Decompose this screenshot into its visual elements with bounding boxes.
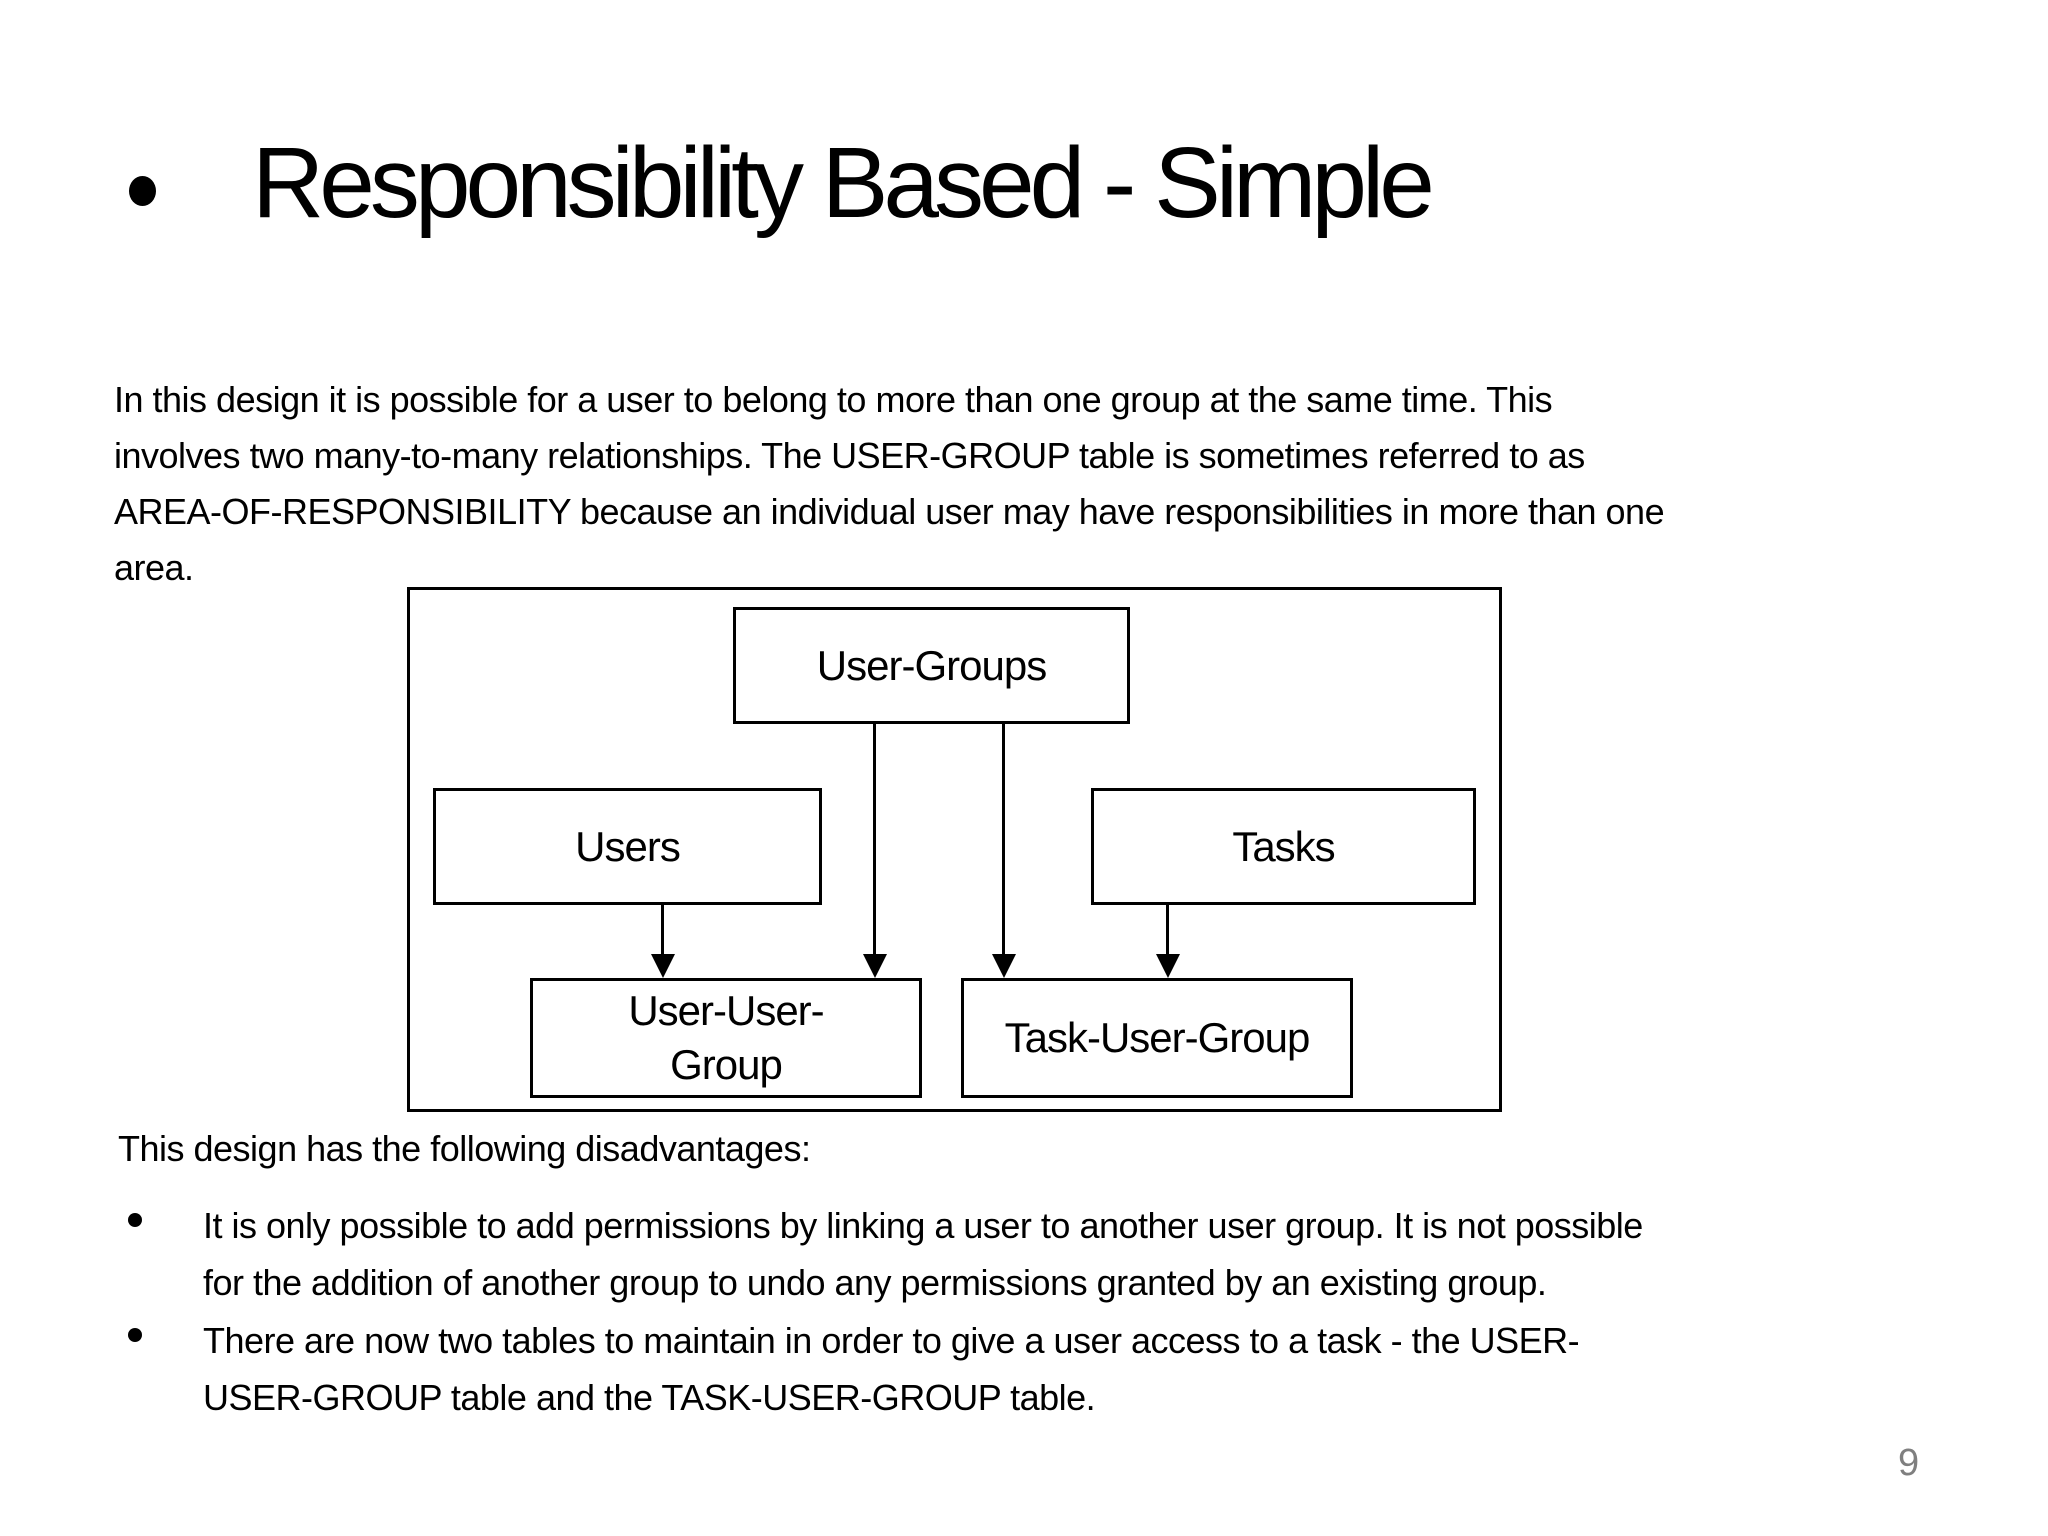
intro-paragraph: In this design it is possible for a user… bbox=[114, 372, 1665, 596]
disadvantage-bullet-line: USER-GROUP table and the TASK-USER-GROUP… bbox=[203, 1377, 1096, 1418]
diagram-box-tasks: Tasks bbox=[1091, 788, 1476, 905]
arrow-users-to-user-user-group bbox=[661, 905, 664, 957]
intro-paragraph-line: AREA-OF-RESPONSIBILITY because an indivi… bbox=[114, 491, 1665, 532]
intro-paragraph-line: involves two many-to-many relationships.… bbox=[114, 435, 1585, 476]
arrow-tasks-to-task-user-group bbox=[1166, 905, 1169, 957]
bullet-icon bbox=[128, 1213, 142, 1227]
arrow-user-groups-to-task-user-group bbox=[1002, 724, 1005, 957]
intro-paragraph-line: In this design it is possible for a user… bbox=[114, 379, 1553, 420]
diagram-box-tasks-label: Tasks bbox=[1232, 822, 1335, 870]
page-number: 9 bbox=[1898, 1442, 1920, 1484]
diagram-box-users-label: Users bbox=[575, 822, 681, 870]
disadvantage-bullet-line: There are now two tables to maintain in … bbox=[203, 1320, 1580, 1361]
diagram-box-user-groups: User-Groups bbox=[733, 607, 1130, 724]
disadvantage-bullet-line: It is only possible to add permissions b… bbox=[203, 1205, 1643, 1246]
bullet-icon bbox=[128, 1328, 142, 1342]
slide-title: Responsibility Based - Simple bbox=[252, 127, 1435, 239]
diagram-box-user-user-group-line2: Group bbox=[670, 1041, 783, 1088]
disadvantage-bullet-text: There are now two tables to maintain in … bbox=[203, 1312, 1580, 1426]
arrowhead-users-to-user-user-group-icon bbox=[651, 954, 675, 978]
diagram-box-users: Users bbox=[433, 788, 822, 905]
arrow-user-groups-to-user-user-group bbox=[873, 724, 876, 957]
title-bullet-icon bbox=[129, 176, 156, 206]
disadvantage-bullet-line: for the addition of another group to und… bbox=[203, 1262, 1547, 1303]
diagram-box-user-user-group: User-User- Group bbox=[530, 978, 922, 1098]
arrowhead-user-groups-to-task-user-group-icon bbox=[992, 954, 1016, 978]
disadvantages-heading: This design has the following disadvanta… bbox=[118, 1128, 811, 1169]
diagram-box-user-groups-label: User-Groups bbox=[816, 641, 1047, 689]
arrowhead-tasks-to-task-user-group-icon bbox=[1156, 954, 1180, 978]
diagram-box-task-user-group-label: Task-User-Group bbox=[1004, 1014, 1311, 1061]
arrowhead-user-groups-to-user-user-group-icon bbox=[863, 954, 887, 978]
diagram-box-task-user-group: Task-User-Group bbox=[961, 978, 1353, 1098]
disadvantage-bullet-text: It is only possible to add permissions b… bbox=[203, 1197, 1643, 1311]
diagram-box-user-user-group-line1: User-User- bbox=[628, 987, 824, 1034]
diagram-box-user-user-group-label: User-User- Group bbox=[628, 984, 824, 1092]
intro-paragraph-line: area. bbox=[114, 547, 194, 588]
